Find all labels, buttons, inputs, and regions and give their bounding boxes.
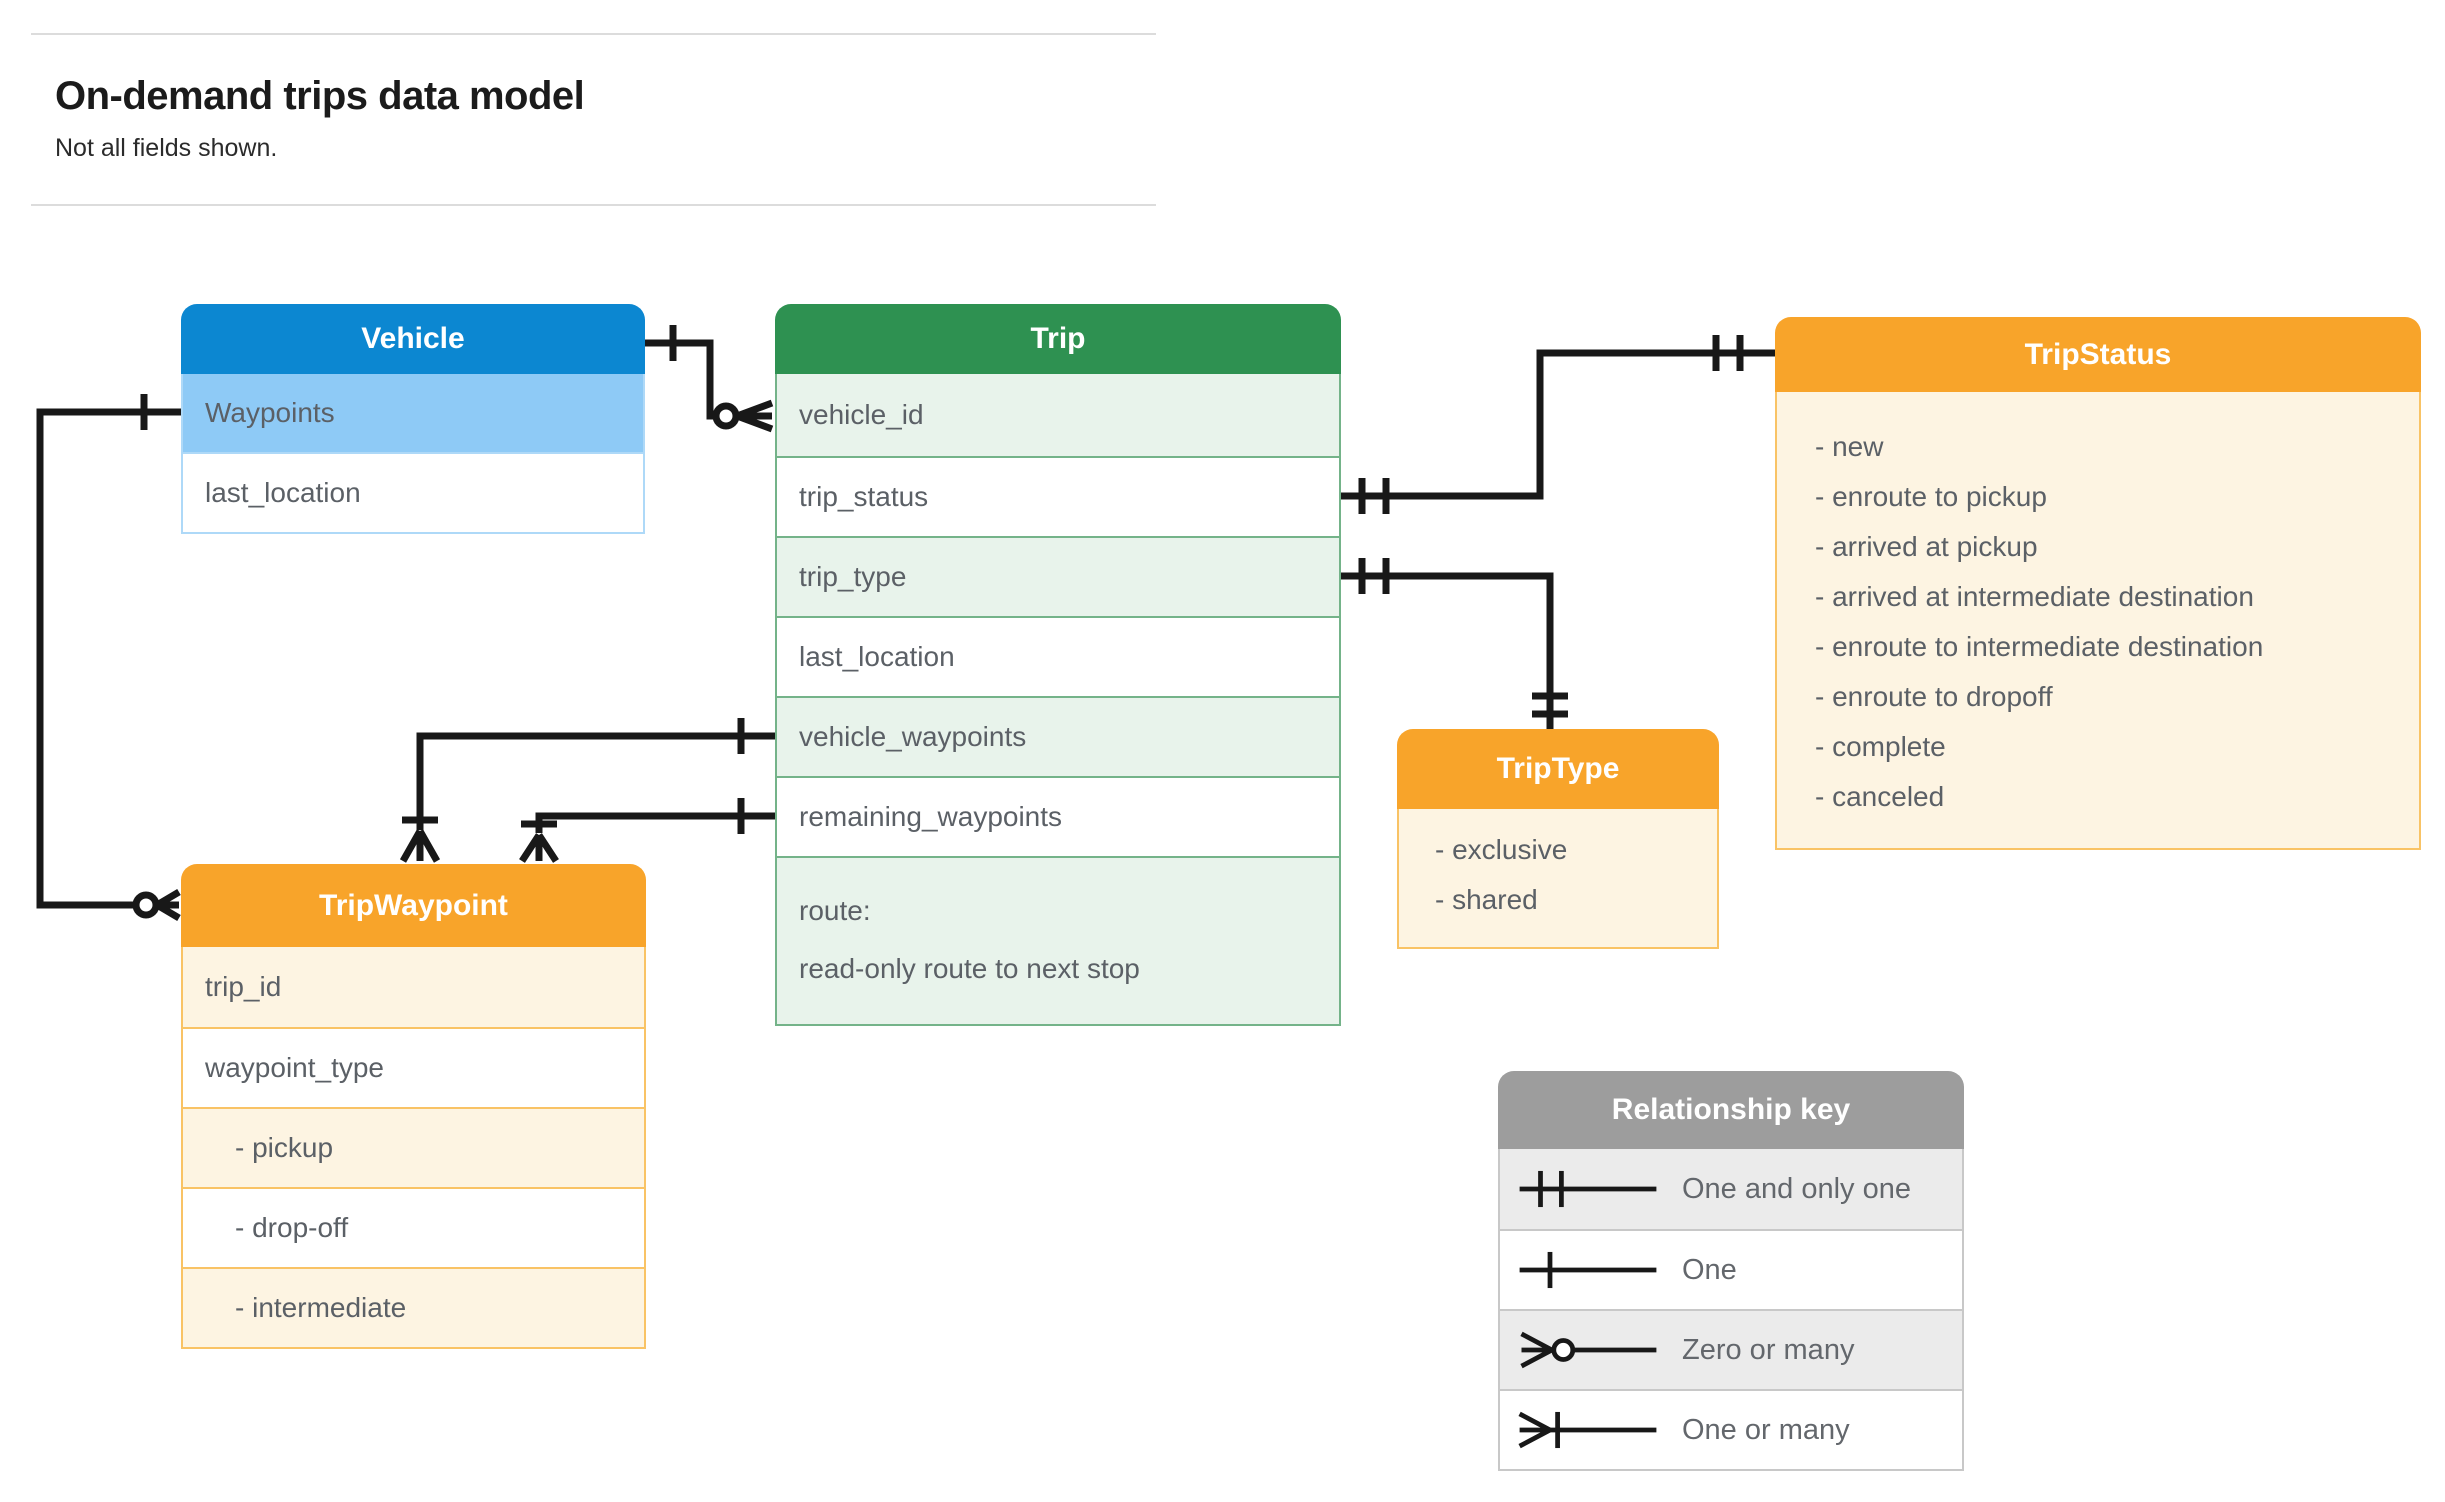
status-value: - enroute to intermediate destination — [1815, 631, 2264, 662]
crow-foot — [155, 888, 181, 922]
route-description: read-only route to next stop — [799, 953, 1140, 984]
zero-or-many-circle — [132, 891, 160, 919]
status-value: - arrived at intermediate destination — [1815, 581, 2254, 612]
field-remaining-waypoints: remaining_waypoints — [777, 776, 1339, 856]
connector-remaining-waypoints-to-tripwaypoint — [519, 798, 775, 863]
type-value: - exclusive — [1435, 834, 1568, 865]
one-and-only-one-ticks — [1532, 692, 1568, 718]
status-value: - new — [1815, 431, 1884, 462]
header-divider — [31, 204, 1156, 206]
status-value: - canceled — [1815, 781, 1945, 812]
status-value: - complete — [1815, 731, 1946, 762]
entity-triptype-header: TripType — [1397, 729, 1719, 809]
entity-vehicle-title: Vehicle — [361, 322, 465, 355]
field-route: route: read-only route to next stop — [777, 856, 1339, 1024]
legend-label: One or many — [1682, 1413, 1850, 1446]
connector-trip-to-triptype — [1341, 558, 1568, 729]
status-value: - arrived at pickup — [1815, 531, 2038, 562]
entity-trip-title: Trip — [1030, 322, 1086, 355]
triptype-values: - exclusive - shared — [1399, 809, 1717, 947]
type-value: - shared — [1435, 884, 1538, 915]
connector-vehicle-to-tripwaypoint — [36, 394, 181, 922]
entity-tripstatus: TripStatus - new - enroute to pickup - a… — [1775, 317, 2421, 850]
zero-or-many-icon — [1520, 1331, 1657, 1369]
zero-or-many-circle — [712, 402, 740, 430]
page-title: On-demand trips data model — [55, 74, 585, 118]
legend-row-one-and-only-one: One and only one — [1500, 1149, 1962, 1229]
one-or-many-icon — [1518, 1411, 1657, 1449]
entity-triptype-title: TripType — [1496, 752, 1620, 785]
legend-label: One and only one — [1682, 1172, 1911, 1205]
relationship-key-header: Relationship key — [1498, 1071, 1964, 1149]
connector-vehicle-to-trip — [645, 325, 774, 433]
entity-tripwaypoint-header: TripWaypoint — [181, 864, 646, 947]
field-vehicle-id: vehicle_id — [777, 374, 1339, 456]
entity-triptype: TripType - exclusive - shared — [1397, 729, 1719, 949]
status-value: - enroute to pickup — [1815, 481, 2047, 512]
connector-vehicle-waypoints-to-tripwaypoint — [399, 718, 775, 863]
entity-vehicle: Vehicle Waypoints last_location — [181, 304, 645, 534]
legend-label: One — [1682, 1253, 1737, 1286]
entity-trip-header: Trip — [775, 304, 1341, 374]
top-divider — [31, 33, 1156, 35]
field-trip-id: trip_id — [183, 947, 644, 1027]
status-value: - enroute to dropoff — [1815, 681, 2053, 712]
field-last-location: last_location — [777, 616, 1339, 696]
field-waypoints: Waypoints — [183, 374, 643, 452]
tripstatus-values: - new - enroute to pickup - arrived at p… — [1777, 392, 2419, 848]
legend-row-one-or-many: One or many — [1500, 1389, 1962, 1469]
one-and-only-one-ticks — [1712, 335, 1744, 371]
one-and-only-one-ticks — [1358, 478, 1390, 514]
waypoint-value-intermediate: - intermediate — [183, 1267, 644, 1347]
relationship-key-title: Relationship key — [1611, 1093, 1851, 1126]
relationship-key: Relationship key One and only one One — [1498, 1071, 1964, 1471]
crow-foot — [735, 399, 774, 433]
crow-foot — [399, 829, 441, 863]
entity-tripwaypoint: TripWaypoint trip_id waypoint_type - pic… — [181, 864, 646, 1349]
field-last-location: last_location — [183, 452, 643, 532]
field-vehicle-waypoints: vehicle_waypoints — [777, 696, 1339, 776]
legend-row-one: One — [1500, 1229, 1962, 1309]
waypoint-value-pickup: - pickup — [183, 1107, 644, 1187]
field-waypoint-type: waypoint_type — [183, 1027, 644, 1107]
page-subtitle: Not all fields shown. — [55, 134, 278, 162]
crow-foot — [519, 833, 559, 863]
entity-tripstatus-header: TripStatus — [1775, 317, 2421, 392]
entity-tripstatus-title: TripStatus — [2024, 337, 2172, 371]
entity-tripwaypoint-title: TripWaypoint — [319, 888, 508, 922]
field-trip-status: trip_status — [777, 456, 1339, 536]
route-label: route: — [799, 895, 871, 926]
one-and-only-one-icon — [1519, 1170, 1657, 1208]
legend-row-zero-or-many: Zero or many — [1500, 1309, 1962, 1389]
one-icon — [1519, 1251, 1657, 1289]
legend-label: Zero or many — [1682, 1333, 1855, 1366]
entity-vehicle-header: Vehicle — [181, 304, 645, 374]
waypoint-value-dropoff: - drop-off — [183, 1187, 644, 1267]
field-trip-type: trip_type — [777, 536, 1339, 616]
connector-trip-to-tripstatus — [1341, 335, 1775, 514]
entity-trip: Trip vehicle_id trip_status trip_type la… — [775, 304, 1341, 1026]
one-and-only-one-ticks — [1358, 558, 1390, 594]
